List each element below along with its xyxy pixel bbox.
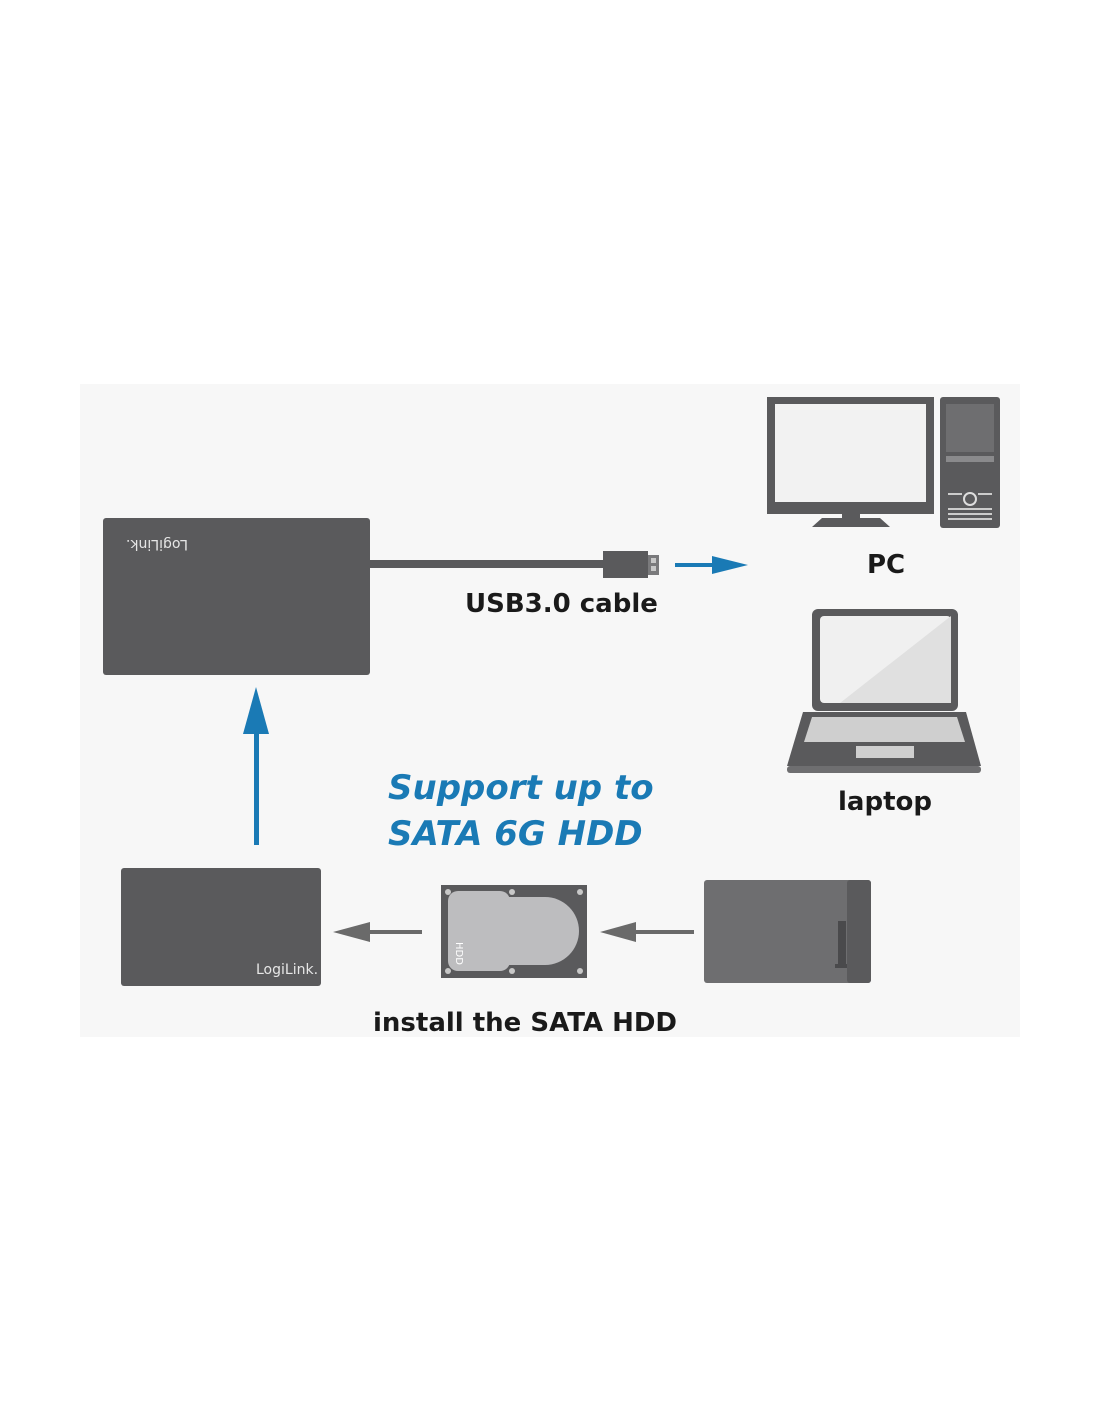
pc-icon [767, 397, 1000, 528]
enclosure-connected: LogiLink. [103, 518, 370, 675]
enclosure-closed: LogiLink. [121, 868, 321, 986]
arrow-left-icon [600, 922, 694, 942]
arrow-up-icon [243, 687, 269, 845]
install-label: install the SATA HDD [373, 1008, 677, 1038]
pc-label: PC [867, 550, 905, 580]
enclosure-logo-upside-down: LogiLink. [126, 536, 188, 552]
enclosure-open [704, 880, 871, 983]
support-text-line2: SATA 6G HDD [388, 814, 643, 854]
arrow-left-icon [333, 922, 422, 942]
hdd-icon: HDD [441, 885, 587, 978]
support-text-line1: Support up to [388, 768, 654, 808]
laptop-label: laptop [838, 787, 932, 817]
laptop-icon [787, 609, 981, 773]
usb-cable-label: USB3.0 cable [465, 589, 658, 619]
enclosure-logo: LogiLink. [256, 962, 318, 978]
arrow-right-icon [675, 556, 748, 574]
hdd-text: HDD [453, 942, 464, 965]
usb-cable [370, 551, 659, 578]
